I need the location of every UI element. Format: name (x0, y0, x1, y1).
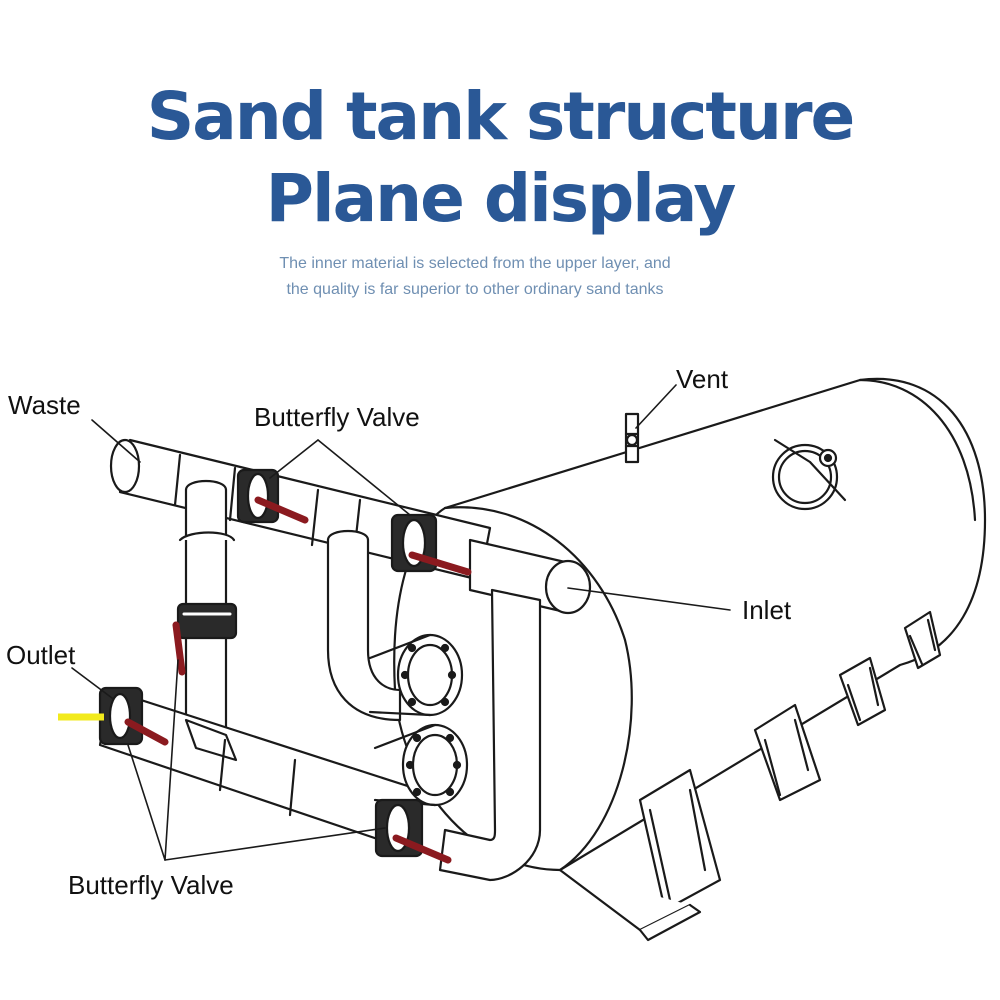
butterfly-valve-bottom-right (374, 798, 452, 864)
label-butterfly-valve-bottom: Butterfly Valve (68, 870, 234, 900)
tank-flange-upper (368, 633, 464, 717)
right-vertical-pipe (438, 588, 542, 882)
subtitle-line-1: The inner material is selected from the … (279, 255, 671, 272)
leader-waste (91, 419, 141, 463)
butterfly-valve-top-left (236, 468, 309, 524)
label-waste: Waste (8, 390, 81, 420)
middle-u-pipe (326, 529, 402, 722)
leader-butterfly-top-b (317, 439, 411, 516)
title-line-2: Plane display (265, 160, 737, 237)
butterfly-valve-vertical (172, 602, 238, 676)
manhole-cover (771, 438, 847, 511)
leader-outlet (71, 667, 113, 699)
tank-flange-lower (373, 723, 469, 807)
title-line-1: Sand tank structure (146, 78, 856, 155)
leader-butterfly-bottom-a (127, 744, 166, 861)
leader-butterfly-bottom-c (164, 827, 386, 861)
leader-butterfly-top-a (269, 439, 319, 479)
label-outlet: Outlet (6, 640, 76, 670)
leader-lines (71, 384, 731, 861)
butterfly-valve-top-right (390, 513, 472, 576)
leader-inlet (567, 587, 731, 611)
leader-butterfly-bottom-b (164, 659, 179, 861)
label-butterfly-valve-top: Butterfly Valve (254, 402, 420, 432)
butterfly-valve-outlet (98, 686, 169, 746)
subtitle-line-2: the quality is far superior to other ord… (286, 281, 664, 298)
leader-vent (635, 384, 677, 429)
label-vent: Vent (676, 364, 729, 394)
tank-support-legs (558, 610, 942, 942)
label-inlet: Inlet (742, 595, 792, 625)
vent-icon (624, 412, 640, 464)
